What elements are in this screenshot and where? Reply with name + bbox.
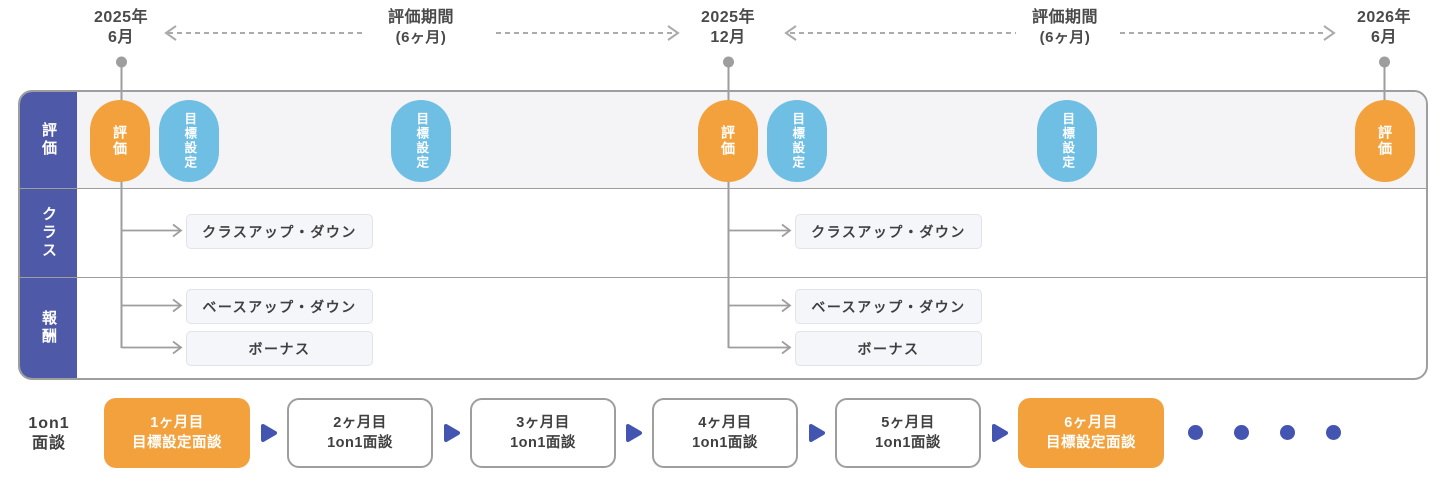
board-row-class: クラス: [20, 189, 1426, 278]
ellipsis-dot: [1188, 425, 1203, 440]
arrow-right-icon: [626, 424, 642, 442]
timeline-marker-2025-12: 2025年 12月: [658, 8, 798, 48]
card-month3-1on1: 3ヶ月目 1on1面談: [470, 398, 616, 468]
marker-year: 2026年: [1356, 9, 1412, 26]
marker-month: 6月: [108, 29, 134, 46]
event-label: 目標設定: [414, 112, 429, 170]
event-label: 評価: [112, 125, 128, 157]
arrow-right-icon: [261, 424, 277, 442]
ellipsis-dot: [1234, 425, 1249, 440]
event-evaluation: 評価: [1355, 100, 1415, 182]
one-on-one-label-line1: 1on1: [28, 415, 70, 432]
period-subtitle: (6ヶ月): [395, 29, 447, 46]
event-evaluation: 評価: [698, 100, 758, 182]
card-line1: 3ヶ月目: [516, 415, 570, 431]
event-label: 目標設定: [790, 112, 805, 170]
card-month6-goal-setting: 6ヶ月目 目標設定面談: [1018, 398, 1164, 468]
arrow-right-icon: [809, 424, 825, 442]
period-title: 評価期間: [387, 9, 454, 26]
ellipsis-dot: [1280, 425, 1295, 440]
event-goal-setting: 目標設定: [159, 100, 219, 182]
card-line2: 1on1面談: [327, 435, 393, 451]
card-line2: 1on1面談: [510, 435, 576, 451]
event-goal-setting: 目標設定: [767, 100, 827, 182]
card-line1: 5ヶ月目: [881, 415, 935, 431]
period-subtitle: (6ヶ月): [1039, 29, 1091, 46]
card-month5-1on1: 5ヶ月目 1on1面談: [835, 398, 981, 468]
event-goal-setting: 目標設定: [1037, 100, 1097, 182]
ellipsis-dot: [1326, 425, 1341, 440]
timeline-period-1: 評価期間 (6ヶ月): [351, 8, 491, 48]
board-row-compensation: 報酬: [20, 278, 1426, 378]
arrow-right-icon: [992, 424, 1008, 442]
event-label: 目標設定: [182, 112, 197, 170]
marker-year: 2025年: [700, 9, 756, 26]
outcome-box-bonus: ボーナス: [795, 331, 982, 366]
card-line1: 2ヶ月目: [333, 415, 387, 431]
row-header-evaluation: 評価: [20, 92, 77, 188]
row-header-label: 評価: [40, 122, 57, 158]
period-title: 評価期間: [1031, 9, 1098, 26]
card-line1: 1ヶ月目: [150, 415, 204, 431]
outcome-box-base-up-down: ベースアップ・ダウン: [795, 289, 982, 324]
timeline-marker-2026-06: 2026年 6月: [1314, 8, 1440, 48]
branch-arrows-june: [121, 223, 183, 355]
event-evaluation: 評価: [90, 100, 150, 182]
card-line1: 6ヶ月目: [1064, 415, 1118, 431]
card-line2: 目標設定面談: [132, 435, 222, 451]
row-header-label: クラス: [40, 206, 57, 260]
event-goal-setting: 目標設定: [391, 100, 451, 182]
event-label: 目標設定: [1060, 112, 1075, 170]
event-label: 評価: [1377, 125, 1393, 157]
outcome-box-bonus: ボーナス: [186, 331, 373, 366]
marker-month: 12月: [710, 29, 746, 46]
card-line2: 1on1面談: [692, 435, 758, 451]
row-header-compensation: 報酬: [20, 278, 77, 378]
marker-month: 6月: [1371, 29, 1397, 46]
card-line2: 目標設定面談: [1046, 435, 1136, 451]
card-line1: 4ヶ月目: [698, 415, 752, 431]
timeline-marker-2025-06: 2025年 6月: [51, 8, 191, 48]
branch-arrows-december: [728, 223, 792, 355]
continuation-ellipsis-dots: [1188, 425, 1341, 440]
outcome-box-class-up-down: クラスアップ・ダウン: [186, 214, 373, 249]
outcome-box-base-up-down: ベースアップ・ダウン: [186, 289, 373, 324]
card-line2: 1on1面談: [875, 435, 941, 451]
event-label: 評価: [720, 125, 736, 157]
one-on-one-label-line2: 面談: [31, 435, 66, 452]
row-header-class: クラス: [20, 189, 77, 277]
marker-year: 2025年: [93, 9, 149, 26]
card-month4-1on1: 4ヶ月目 1on1面談: [652, 398, 798, 468]
timeline-period-2: 評価期間 (6ヶ月): [995, 8, 1135, 48]
one-on-one-row-label: 1on1 面談: [6, 414, 92, 454]
arrow-right-icon: [444, 424, 460, 442]
row-header-label: 報酬: [40, 310, 57, 346]
outcome-box-class-up-down: クラスアップ・ダウン: [795, 214, 982, 249]
card-month2-1on1: 2ヶ月目 1on1面談: [287, 398, 433, 468]
dashed-period-arrows: [164, 25, 1336, 41]
card-month1-goal-setting: 1ヶ月目 目標設定面談: [104, 398, 250, 468]
